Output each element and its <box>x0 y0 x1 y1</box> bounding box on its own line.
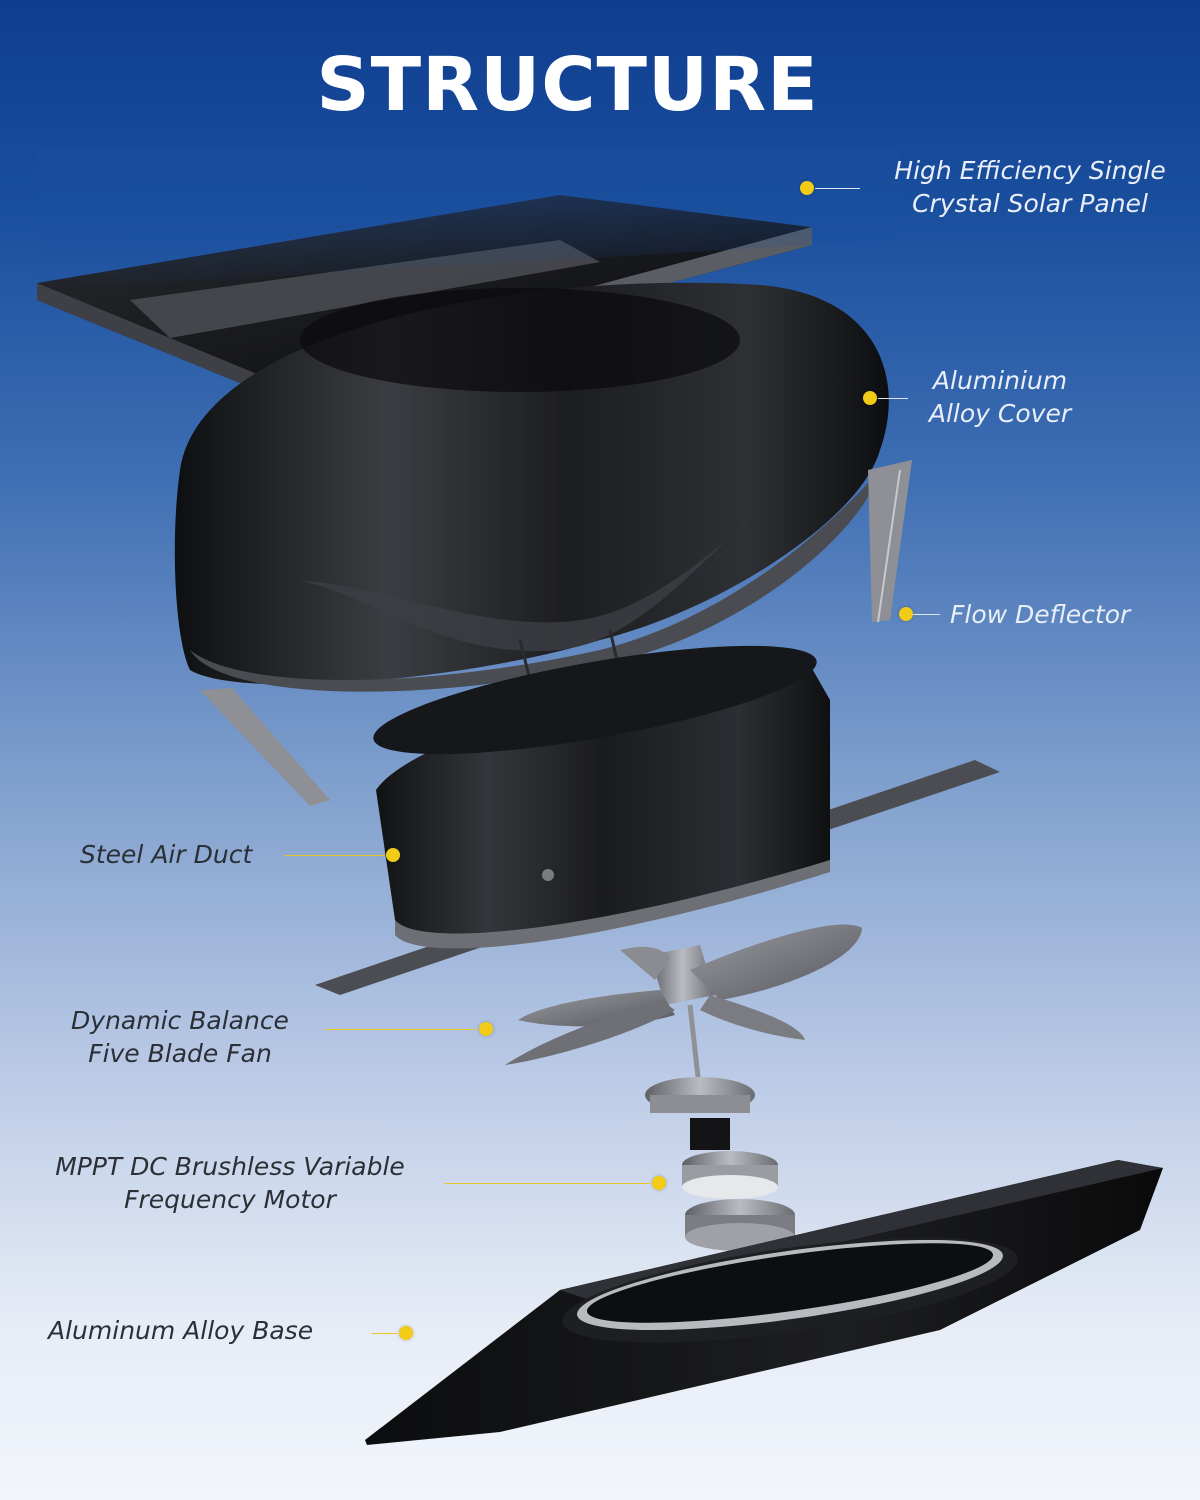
marker-flow-deflector <box>899 607 913 621</box>
marker-solar-panel <box>800 181 814 195</box>
label-line: Dynamic Balance <box>71 1006 289 1035</box>
label-line: Alloy Cover <box>928 399 1072 428</box>
label-line: Aluminium <box>932 366 1068 395</box>
label-line: Frequency Motor <box>124 1185 336 1214</box>
label-solar-panel: High Efficiency Single Crystal Solar Pan… <box>870 154 1190 220</box>
five-blade-fan <box>505 924 862 1096</box>
leader-line <box>285 855 385 856</box>
label-line: Five Blade Fan <box>88 1039 272 1068</box>
alloy-cover <box>174 282 889 692</box>
marker-five-blade-fan <box>479 1022 493 1036</box>
label-motor: MPPT DC Brushless Variable Frequency Mot… <box>20 1150 440 1216</box>
leader-line <box>445 1183 650 1184</box>
marker-steel-air-duct <box>386 848 400 862</box>
label-line: High Efficiency Single <box>894 156 1166 185</box>
flow-deflector <box>200 460 912 806</box>
label-line: Steel Air Duct <box>80 840 253 869</box>
steel-air-duct <box>315 645 1000 995</box>
marker-alloy-cover <box>863 391 877 405</box>
label-five-blade-fan: Dynamic Balance Five Blade Fan <box>40 1004 320 1070</box>
brushless-motor <box>645 1077 795 1251</box>
label-line: Crystal Solar Panel <box>912 189 1148 218</box>
label-flow-deflector: Flow Deflector <box>950 598 1130 631</box>
label-alloy-cover: Aluminium Alloy Cover <box>905 364 1095 430</box>
label-line: MPPT DC Brushless Variable <box>55 1152 405 1181</box>
leader-line <box>325 1029 475 1030</box>
leader-line <box>878 398 908 399</box>
leader-line <box>912 614 940 615</box>
label-steel-air-duct: Steel Air Duct <box>80 838 252 871</box>
leader-line <box>372 1333 397 1334</box>
alloy-base <box>365 1160 1163 1445</box>
marker-alloy-base <box>399 1326 413 1340</box>
label-line: Flow Deflector <box>950 600 1131 629</box>
label-line: Aluminum Alloy Base <box>48 1316 314 1345</box>
marker-motor <box>652 1176 666 1190</box>
page-title: STRUCTURE <box>316 42 819 128</box>
label-alloy-base: Aluminum Alloy Base <box>48 1314 313 1347</box>
leader-line <box>815 188 860 189</box>
